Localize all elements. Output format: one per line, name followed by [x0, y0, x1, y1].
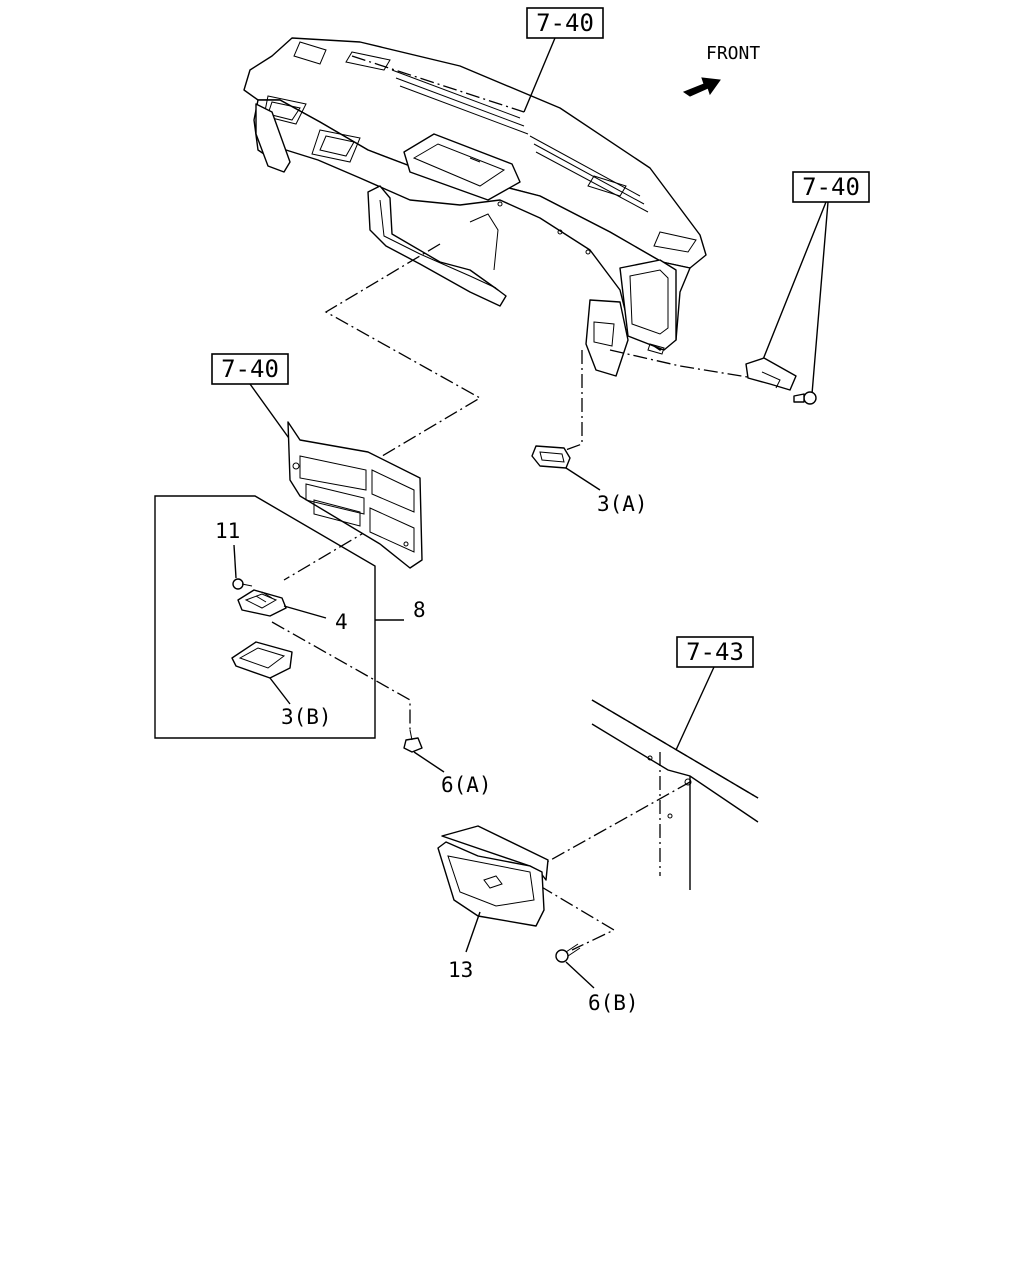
- callout-4: 4: [335, 610, 348, 634]
- part-4-switch: [237, 589, 287, 617]
- callout-3b: 3(B): [281, 705, 332, 729]
- ref-right-leader: [761, 201, 829, 395]
- lower-body-panel: [591, 699, 759, 890]
- kit-box-frame: [154, 495, 376, 739]
- part-11-screw: [232, 578, 253, 590]
- part-13-pocket: [437, 825, 549, 927]
- ref-box-top-text: 7-40: [536, 9, 594, 37]
- part-6b-leader: [565, 961, 595, 989]
- ref-box-right-text: 7-40: [802, 173, 860, 201]
- part-3b-tray: [231, 641, 293, 679]
- part-6b-screw: [555, 943, 581, 963]
- ref-box-left: 7-40: [211, 353, 289, 385]
- callout-11: 11: [215, 519, 240, 543]
- callout-3a: 3(A): [597, 492, 648, 516]
- part-6a-leader: [413, 751, 445, 773]
- ref-top-leader: [523, 37, 556, 113]
- assembly-lines: [271, 55, 779, 951]
- callout-6b: 6(B): [588, 991, 639, 1015]
- ref-box-lower: 7-43: [676, 636, 754, 668]
- front-arrow-icon: [682, 77, 721, 97]
- side-bracket: [745, 357, 797, 391]
- ref-box-right: 7-40: [792, 171, 870, 203]
- front-indicator: FRONT: [682, 43, 760, 97]
- instrument-panel: [243, 37, 707, 377]
- ref-box-left-text: 7-40: [221, 355, 279, 383]
- bracket-screw: [793, 391, 817, 405]
- sub-panel: [287, 421, 423, 569]
- part-13-leader: [465, 911, 481, 953]
- part-3a: [531, 445, 571, 469]
- part-4-leader: [283, 605, 327, 619]
- part-11-leader: [233, 544, 237, 579]
- ref-box-top: 7-40: [526, 7, 604, 39]
- part-3a-leader: [565, 467, 601, 491]
- callout-6a: 6(A): [441, 773, 492, 797]
- part-3b-leader: [269, 677, 291, 705]
- front-label: FRONT: [706, 43, 760, 64]
- ref-lower-leader: [675, 666, 715, 751]
- callout-13: 13: [448, 958, 473, 982]
- callout-8: 8: [413, 598, 426, 622]
- part-6a-nut: [403, 729, 423, 753]
- ref-box-lower-text: 7-43: [686, 638, 744, 666]
